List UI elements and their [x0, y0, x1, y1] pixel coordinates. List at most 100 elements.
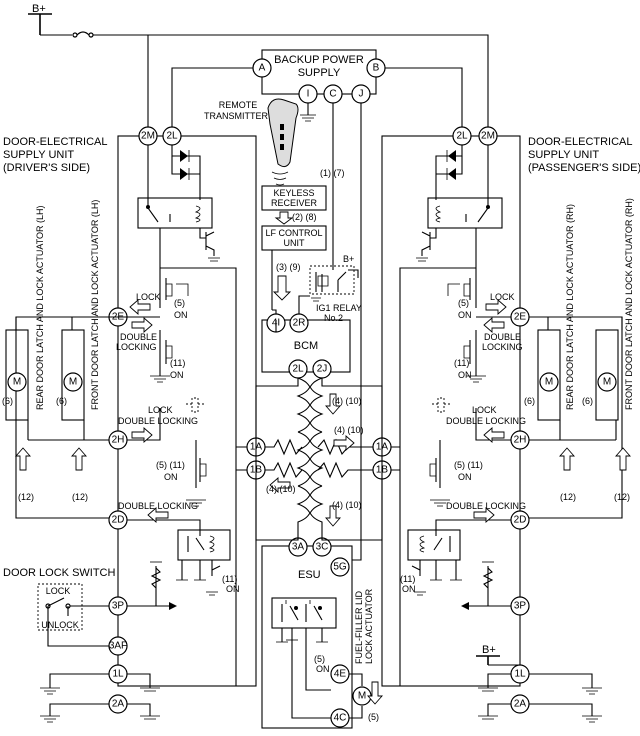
can-step-2: (4) (10): [334, 425, 364, 435]
right-pin-2e: 2E: [514, 312, 527, 323]
left-on1b: ON: [174, 310, 188, 320]
left-lockdbl-2: DOUBLE LOCKING: [118, 416, 198, 426]
left-on2: (11): [170, 358, 185, 368]
top-supply: B+: [28, 3, 489, 128]
left-door-electrical-supply-unit: DOOR-ELECTRICAL SUPPLY UNIT (DRIVER'S SI…: [2, 126, 257, 723]
right-dbl-2: LOCKING: [482, 342, 523, 352]
right-on3b: ON: [458, 472, 472, 482]
backup-pin-a: A: [259, 63, 266, 74]
left-lockdbl-1: LOCK: [148, 405, 173, 415]
door-lock-switch: DOOR LOCK SWITCH LOCK UNLOCK: [3, 567, 116, 647]
backup-pin-c: C: [329, 89, 336, 100]
right-pin-2d: 2D: [514, 515, 527, 526]
right-s12b: (12): [614, 492, 630, 502]
keyless-label-1: KEYLESS: [273, 188, 314, 198]
left-pin-2l: 2L: [166, 131, 178, 142]
left-s6b: (6): [56, 396, 67, 406]
left-pin-1l: 1L: [112, 669, 124, 680]
right-unit-title-1: DOOR-ELECTRICAL: [528, 136, 633, 148]
left-rear-motor: M: [13, 377, 21, 388]
bus-connections: [236, 309, 400, 541]
esu-pin-4e: 4E: [334, 669, 347, 680]
left-dbl-1: DOUBLE: [120, 332, 157, 342]
right-dbl-1: DOUBLE: [484, 332, 521, 342]
bplus-top-label: B+: [32, 3, 46, 15]
left-pin-2d: 2D: [112, 515, 125, 526]
door-lock-switch-lock: LOCK: [46, 586, 71, 596]
esu-fuel-2: LOCK ACTUATOR: [364, 588, 374, 664]
backup-title-1: BACKUP POWER: [274, 54, 364, 66]
right-rear-actuator-label: REAR DOOR LATCH AND LOCK ACTUATOR (RH): [565, 204, 575, 410]
right-front-actuator-label: FRONT DOOR LATCH AND LOCK ACTUATOR (RH): [624, 198, 634, 410]
backup-power-supply: BACKUP POWER SUPPLY A B I C J: [171, 49, 463, 561]
bcm-title: BCM: [294, 340, 318, 352]
keyless-receiver: KEYLESS RECEIVER (2) (8): [261, 185, 327, 225]
lf-label-2: UNIT: [284, 238, 305, 248]
left-on4b: ON: [226, 584, 240, 594]
right-pin-3p: 3P: [514, 601, 527, 612]
left-pin-2h: 2H: [112, 435, 125, 446]
bcm-pin-2r: 2R: [293, 318, 306, 329]
right-on2: (11): [454, 358, 469, 368]
right-s6a: (6): [524, 396, 535, 406]
esu-pin-5g: 5G: [333, 562, 347, 573]
left-pin-3af: 3AF: [109, 641, 127, 652]
bcm: BCM 4I 2R 2L 2J: [261, 295, 351, 379]
left-pin-2a: 2A: [112, 699, 125, 710]
left-rear-actuator-label: REAR DOOR LATCH AND LOCK ACTUATOR (LH): [35, 205, 45, 410]
left-unit-title-1: DOOR-ELECTRICAL: [3, 136, 108, 148]
left-front-actuator-label: FRONT DOOR LATCH AND LOCK ACTUATOR (LH): [90, 200, 100, 410]
keyless-step: (2) (8): [292, 212, 317, 222]
right-on4: (11): [400, 574, 415, 584]
esu-on: (5): [314, 654, 325, 664]
right-on1: (5): [458, 298, 469, 308]
left-unit-title-2: SUPPLY UNIT: [3, 149, 74, 161]
esu-s5: (5): [368, 712, 379, 722]
right-on1b: ON: [458, 310, 472, 320]
can-step-4: (4) (10): [332, 500, 362, 510]
right-bplus-label: B+: [482, 644, 496, 656]
esu-pin-3c: 3C: [316, 542, 329, 553]
right-s12a: (12): [560, 492, 576, 502]
relay-label-2: No.2: [324, 313, 343, 323]
right-door-electrical-supply-unit: DOOR-ELECTRICAL SUPPLY UNIT (PASSENGER'S…: [381, 126, 640, 723]
right-lockdbl-2: DOUBLE LOCKING: [446, 416, 526, 426]
relay-bplus-label: B+: [343, 254, 354, 264]
esu-title: ESU: [298, 569, 321, 581]
relay-label-1: IG1 RELAY: [316, 303, 362, 313]
door-lock-switch-unlock: UNLOCK: [41, 620, 79, 630]
right-s6b: (6): [582, 396, 593, 406]
right-on4b: ON: [402, 584, 416, 594]
left-s12b: (12): [72, 492, 88, 502]
left-s12a: (12): [18, 492, 34, 502]
remote-label-2: TRANSMITTER: [204, 111, 268, 121]
left-on2b: ON: [170, 370, 184, 380]
right-on3: (5) (11): [454, 460, 483, 470]
esu: ESU 3A 3C 5G 4E 4C (5) ON FUEL-FILLER LI…: [261, 537, 383, 729]
right-pin-2l: 2L: [456, 131, 468, 142]
lf-step: (3) (9): [276, 262, 301, 272]
right-rear-motor: M: [545, 377, 553, 388]
esu-pin-3a: 3A: [292, 542, 305, 553]
esu-onb: ON: [316, 664, 330, 674]
left-on3: (5) (11): [156, 460, 185, 470]
right-pin-2m: 2M: [481, 131, 495, 142]
right-front-motor: M: [603, 377, 611, 388]
can-step-1: (4) (10): [332, 396, 362, 406]
left-dbl-2: LOCKING: [116, 342, 157, 352]
right-unit-title-3: (PASSENGER'S SIDE): [528, 162, 640, 174]
left-on4: (11): [222, 574, 237, 584]
remote-transmitter: REMOTE TRANSMITTER (1) (7): [204, 98, 345, 186]
left-pin-2m: 2M: [141, 131, 155, 142]
left-on3b: ON: [164, 472, 178, 482]
right-pin-2a: 2A: [514, 699, 527, 710]
esu-pin-4c: 4C: [334, 713, 347, 724]
right-lockdbl-1: LOCK: [472, 405, 497, 415]
can-bus: (4) (10) (4) (10) (4) (10) (4) (10) 1A 1…: [246, 377, 392, 540]
remote-label-1: REMOTE: [219, 100, 258, 110]
backup-pin-j: J: [359, 89, 364, 100]
esu-fuel-1: FUEL-FILLER LID: [354, 590, 364, 664]
backup-pin-i: I: [307, 89, 310, 100]
backup-title-2: SUPPLY: [298, 67, 341, 79]
